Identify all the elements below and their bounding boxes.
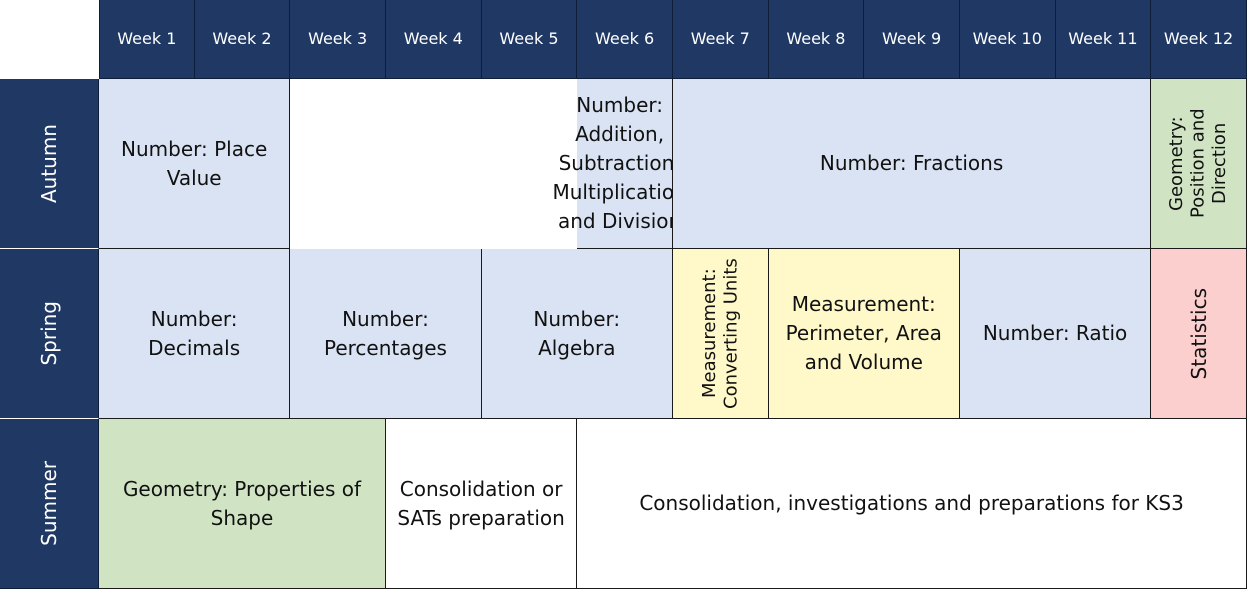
unit-add-sub-mult-div: Number: Addition, Subtraction, Multiplic… [552,79,687,249]
term-label-text: Spring [36,301,61,366]
unit-decimals: Number: Decimals [99,249,291,419]
unit-sats-preparation: Consolidation or SATs preparation [385,419,578,589]
term-label-summer: Summer [0,419,99,589]
unit-ks3-preparation: Consolidation, investigations and prepar… [577,419,1247,589]
week-header-9: Week 9 [864,0,960,79]
week-header-5: Week 5 [481,0,578,79]
term-label-autumn: Autumn [0,79,99,249]
unit-converting-units-text: Measurement: Converting Units [698,258,742,409]
unit-fractions: Number: Fractions [672,79,1152,249]
unit-position-direction-text: Geometry: Position and Direction [1166,108,1231,219]
unit-percentages: Number: Percentages [290,249,482,419]
unit-statistics: Statistics [1151,249,1247,419]
week-header-2: Week 2 [194,0,291,79]
week-header-4: Week 4 [385,0,482,79]
unit-algebra: Number: Algebra [481,249,673,419]
table-corner [0,0,99,79]
unit-converting-units: Measurement: Converting Units [672,249,769,419]
term-label-text: Summer [36,461,61,546]
term-label-spring: Spring [0,249,99,419]
unit-perimeter-area-volume: Measurement: Perimeter, Area and Volume [768,249,960,419]
unit-properties-of-shape: Geometry: Properties of Shape [99,419,386,589]
unit-place-value: Number: Place Value [99,79,291,249]
unit-ratio: Number: Ratio [959,249,1152,419]
week-header-11: Week 11 [1055,0,1152,79]
week-header-8: Week 8 [768,0,865,79]
week-header-12: Week 12 [1151,0,1247,79]
week-header-6: Week 6 [577,0,673,79]
term-label-text: Autumn [36,123,61,204]
week-header-10: Week 10 [959,0,1056,79]
week-header-7: Week 7 [672,0,769,79]
week-header-3: Week 3 [290,0,386,79]
unit-statistics-text: Statistics [1186,287,1211,380]
week-header-1: Week 1 [99,0,195,79]
unit-position-direction: Geometry: Position and Direction [1151,79,1247,249]
